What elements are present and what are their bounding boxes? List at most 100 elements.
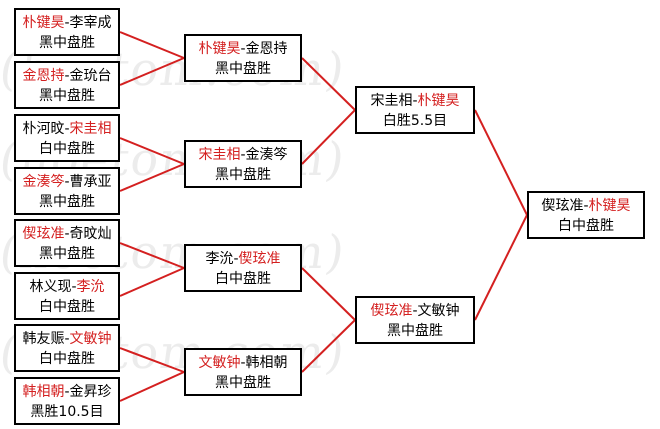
separator: - — [71, 279, 77, 295]
player-name: 李宰成 — [69, 15, 112, 31]
result-text: 黑中盘胜 — [39, 194, 95, 210]
result-text: 白中盘胜 — [39, 351, 95, 367]
result-text: 白胜5.5目 — [382, 113, 448, 129]
result-text: 黑中盘胜 — [39, 246, 95, 262]
separator: - — [64, 121, 70, 137]
bracket-connector — [474, 214, 528, 321]
player-name: 林义现 — [29, 279, 72, 295]
round1-match-box: 偰玹准-奇旼灿黑中盘胜 — [14, 219, 120, 267]
round1-match-box: 朴键昊-李宰成黑中盘胜 — [14, 8, 120, 56]
round2-match-box: 文敏钟-韩相朝黑中盘胜 — [184, 348, 302, 396]
bracket-connector — [119, 242, 185, 269]
players-line: 偰玹准-奇旼灿 — [16, 224, 118, 244]
players-line: 金恩持-金玧台 — [16, 66, 118, 86]
player-name: 金玧台 — [69, 68, 112, 84]
result-text: 黑胜10.5目 — [30, 404, 104, 420]
player-name: 文敏钟 — [69, 331, 112, 347]
result-text: 黑中盘胜 — [39, 35, 95, 51]
bracket-connector — [301, 267, 356, 321]
player-name: 金昇珍 — [69, 384, 112, 400]
result-text: 黑中盘胜 — [215, 167, 271, 183]
separator: - — [64, 331, 70, 347]
players-line: 宋圭相-朴键昊 — [357, 91, 473, 111]
result-text: 白中盘胜 — [39, 299, 95, 315]
bracket-connector — [119, 57, 185, 86]
result-text: 白中盘胜 — [215, 271, 271, 287]
separator: - — [64, 384, 70, 400]
player-name: 文敏钟 — [417, 303, 460, 319]
player-name: 朴键昊 — [22, 15, 65, 31]
result-text: 黑中盘胜 — [387, 323, 443, 339]
player-name: 金湊笒 — [245, 147, 288, 163]
player-name: 朴键昊 — [417, 93, 460, 109]
players-line: 朴键昊-李宰成 — [16, 13, 118, 33]
player-name: 金湊笒 — [22, 174, 65, 190]
player-name: 朴河旼 — [22, 121, 65, 137]
players-line: 韩友赈-文敏钟 — [16, 329, 118, 349]
player-name: 偰玹准 — [238, 251, 281, 267]
player-name: 曹承亚 — [69, 174, 112, 190]
separator: - — [240, 147, 246, 163]
bracket-connector — [119, 371, 185, 402]
player-name: 李沇 — [76, 279, 105, 295]
result-text: 白中盘胜 — [558, 218, 614, 234]
bracket-connector — [301, 57, 356, 111]
round2-match-box: 李沇-偰玹准白中盘胜 — [184, 244, 302, 292]
bracket-connector — [119, 31, 185, 59]
round3-match-box: 偰玹准-文敏钟黑中盘胜 — [355, 296, 475, 344]
result-text: 黑中盘胜 — [215, 61, 271, 77]
separator: - — [583, 198, 589, 214]
round1-match-box: 朴河旼-宋圭相白中盘胜 — [14, 114, 120, 162]
separator: - — [233, 251, 239, 267]
players-line: 李沇-偰玹准 — [186, 249, 300, 269]
separator: - — [64, 174, 70, 190]
player-name: 朴键昊 — [198, 41, 241, 57]
result-text: 黑中盘胜 — [215, 375, 271, 391]
bracket-connector — [301, 319, 356, 373]
result-text: 白中盘胜 — [39, 141, 95, 157]
bracket-connector — [119, 347, 185, 373]
round2-match-box: 朴键昊-金恩持黑中盘胜 — [184, 34, 302, 82]
result-text: 黑中盘胜 — [39, 88, 95, 104]
round3-match-box: 宋圭相-朴键昊白胜5.5目 — [355, 86, 475, 134]
player-name: 金恩持 — [22, 68, 65, 84]
player-name: 宋圭相 — [370, 93, 413, 109]
player-name: 宋圭相 — [198, 147, 241, 163]
player-name: 偰玹准 — [370, 303, 413, 319]
bracket-connector — [119, 137, 185, 165]
separator: - — [64, 68, 70, 84]
round1-match-box: 林义现-李沇白中盘胜 — [14, 272, 120, 320]
player-name: 宋圭相 — [69, 121, 112, 137]
bracket-connector — [119, 267, 185, 297]
players-line: 金湊笒-曹承亚 — [16, 172, 118, 192]
player-name: 韩相朝 — [245, 355, 288, 371]
player-name: 韩友赈 — [22, 331, 65, 347]
round1-match-box: 金恩持-金玧台黑中盘胜 — [14, 61, 120, 109]
player-name: 奇旼灿 — [69, 226, 112, 242]
separator: - — [240, 41, 246, 57]
round1-match-box: 韩相朝-金昇珍黑胜10.5目 — [14, 377, 120, 425]
player-name: 李沇 — [205, 251, 234, 267]
players-line: 偰玹准-文敏钟 — [357, 301, 473, 321]
players-line: 韩相朝-金昇珍 — [16, 382, 118, 402]
separator: - — [412, 303, 418, 319]
separator: - — [64, 15, 70, 31]
player-name: 朴键昊 — [588, 198, 631, 214]
round1-match-box: 金湊笒-曹承亚黑中盘胜 — [14, 167, 120, 215]
player-name: 韩相朝 — [22, 384, 65, 400]
bracket-connector — [119, 163, 185, 192]
round2-match-box: 宋圭相-金湊笒黑中盘胜 — [184, 140, 302, 188]
players-line: 偰玹准-朴键昊 — [529, 196, 643, 216]
bracket-connector — [474, 109, 528, 216]
player-name: 文敏钟 — [198, 355, 241, 371]
players-line: 朴河旼-宋圭相 — [16, 119, 118, 139]
final-match-box: 偰玹准-朴键昊白中盘胜 — [527, 191, 645, 239]
players-line: 林义现-李沇 — [16, 277, 118, 297]
bracket-connector — [301, 109, 356, 165]
separator: - — [412, 93, 418, 109]
separator: - — [64, 226, 70, 242]
separator: - — [240, 355, 246, 371]
players-line: 文敏钟-韩相朝 — [186, 353, 300, 373]
player-name: 偰玹准 — [541, 198, 584, 214]
